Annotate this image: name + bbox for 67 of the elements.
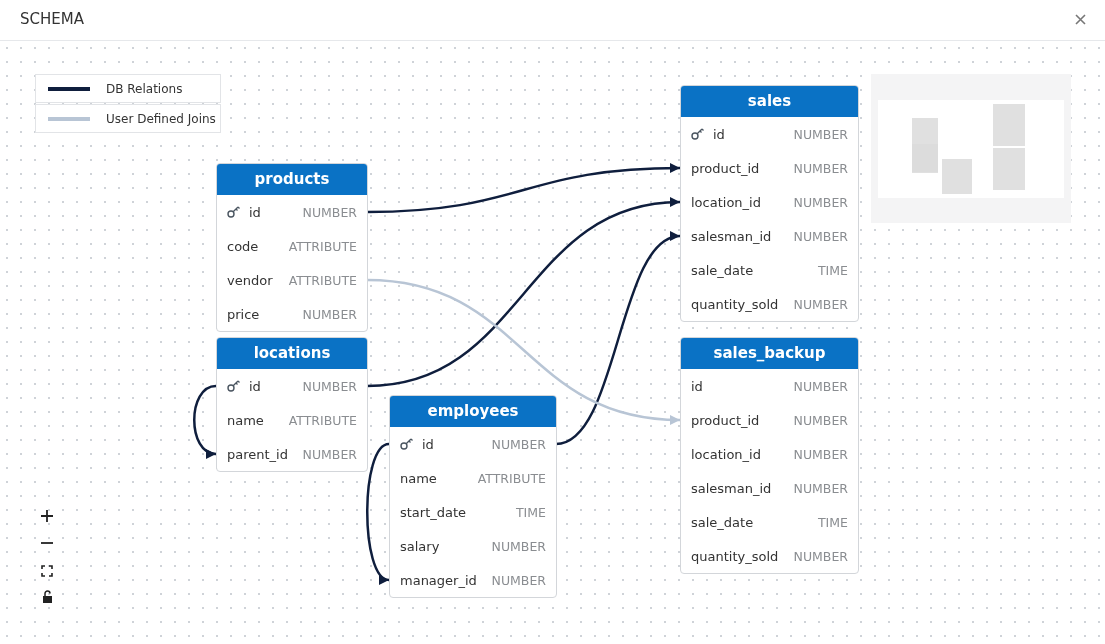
table-header: employees	[390, 396, 556, 427]
table-header: locations	[217, 338, 367, 369]
field-type: NUMBER	[793, 228, 848, 244]
table-card	[389, 395, 557, 598]
field-type: NUMBER	[793, 194, 848, 210]
field-name: name	[227, 412, 264, 428]
field-type: ATTRIBUTE	[477, 470, 546, 486]
field-name: id	[422, 436, 434, 452]
field-name: location_id	[691, 194, 761, 210]
field-name: salesman_id	[691, 228, 772, 244]
field-name: quantity_sold	[691, 296, 779, 312]
field-type: NUMBER	[793, 126, 848, 142]
field-type: NUMBER	[491, 572, 546, 588]
field-type: NUMBER	[793, 480, 848, 496]
field-type: NUMBER	[793, 548, 848, 564]
table-card	[216, 163, 368, 332]
field-name: parent_id	[227, 446, 288, 462]
table-card	[680, 85, 859, 322]
field-name: price	[227, 306, 260, 322]
field-name: sale_date	[691, 514, 754, 530]
table-card	[680, 337, 859, 574]
field-type: NUMBER	[302, 446, 357, 462]
field-type: TIME	[516, 504, 546, 520]
relation-arrow	[366, 163, 681, 214]
relation-arrow	[366, 278, 681, 425]
field-name: vendor	[227, 272, 273, 288]
relation-arrow	[193, 384, 217, 457]
field-type: NUMBER	[793, 378, 848, 394]
field-name: location_id	[691, 446, 761, 462]
field-type: NUMBER	[793, 412, 848, 428]
legend-label: User Defined Joins	[106, 111, 216, 126]
field-type: ATTRIBUTE	[288, 238, 357, 254]
field-type: NUMBER	[302, 204, 357, 220]
field-name: salary	[400, 538, 440, 554]
field-name: code	[227, 238, 259, 254]
field-type: TIME	[818, 262, 848, 278]
field-name: product_id	[691, 412, 760, 428]
field-name: sale_date	[691, 262, 754, 278]
field-name: start_date	[400, 504, 467, 520]
legend-label: DB Relations	[106, 81, 183, 96]
field-type: ATTRIBUTE	[288, 412, 357, 428]
field-name: id	[249, 204, 261, 220]
field-name: name	[400, 470, 437, 486]
title: SCHEMA	[20, 10, 84, 28]
field-name: id	[249, 378, 261, 394]
field-name: id	[713, 126, 725, 142]
table-header: sales_backup	[681, 338, 858, 369]
relation-arrow	[555, 233, 681, 446]
relation-arrow	[366, 198, 681, 388]
field-type: TIME	[818, 514, 848, 530]
relation-arrow	[366, 442, 390, 582]
field-type: NUMBER	[491, 436, 546, 452]
table-header: sales	[681, 86, 858, 117]
field-name: id	[691, 378, 703, 394]
table-header: products	[217, 164, 367, 195]
field-type: NUMBER	[793, 296, 848, 312]
field-type: NUMBER	[302, 378, 357, 394]
field-type: ATTRIBUTE	[288, 272, 357, 288]
field-type: NUMBER	[793, 446, 848, 462]
field-name: quantity_sold	[691, 548, 779, 564]
field-name: manager_id	[400, 572, 477, 588]
field-type: NUMBER	[302, 306, 357, 322]
field-type: NUMBER	[793, 160, 848, 176]
field-name: product_id	[691, 160, 760, 176]
field-name: salesman_id	[691, 480, 772, 496]
table-card	[216, 337, 368, 472]
field-type: NUMBER	[491, 538, 546, 554]
